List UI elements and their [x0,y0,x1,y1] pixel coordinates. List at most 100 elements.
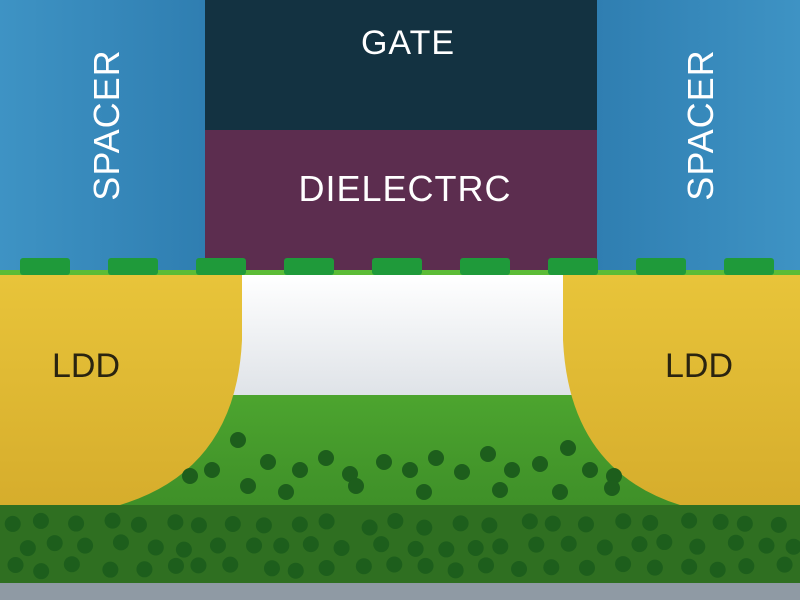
interface-pads [20,258,774,275]
dopant-atom [416,519,433,536]
dopant-atom [615,513,632,530]
dopant-atom [263,560,280,577]
dopant-atom [709,561,726,578]
dopant-atom [355,558,372,575]
dopant-atom [373,536,390,553]
dielectric-block [205,130,597,275]
dopant-atom [230,432,246,448]
dopant-atom [642,514,659,531]
spacer-left-label: SPACER [86,49,127,201]
dopant-atom [222,556,239,573]
dopant-atom [240,478,256,494]
dopant-atom [386,556,403,573]
ldd-left-label: LDD [52,347,121,385]
dopant-atom [560,440,576,456]
dopant-atom [147,539,164,556]
interface-pad [548,258,598,275]
dopant-atom [136,561,153,578]
dopant-atom [287,562,304,579]
gate-block [205,0,597,130]
dopant-atom [130,516,147,533]
dopant-atom [758,537,775,554]
dopant-atom [104,512,121,529]
dopant-atom [511,560,528,577]
interface-pad [20,258,70,275]
dopant-atom [402,462,418,478]
dopant-atom [167,514,184,531]
spacer-right-label: SPACER [680,49,721,201]
dopant-atom [167,557,184,574]
dopant-atom [190,517,207,534]
dopant-atom [318,513,335,530]
dopant-atom [292,462,308,478]
dopant-atom [209,537,226,554]
dopant-atom [480,446,496,462]
dopant-atom [577,516,594,533]
interface-pad [196,258,246,275]
dopant-atom [7,557,24,574]
dopant-atom [318,450,334,466]
dopant-atom [348,478,364,494]
interface-pad [108,258,158,275]
dopant-atom [112,534,129,551]
dopant-atom [19,540,36,557]
dopant-atom [333,539,350,556]
dopant-atom [532,456,548,472]
dopant-atom [504,462,520,478]
dopant-atom [291,516,308,533]
dopant-atom [681,558,698,575]
dopant-atom [77,537,94,554]
spacer-right [597,0,800,275]
dopant-atom [785,538,800,555]
dopant-atom [32,512,49,529]
ldd-left-region [0,275,242,505]
dopant-atom [727,534,744,551]
dopant-atom [738,558,755,575]
dopant-atom [776,556,793,573]
dopant-atom [428,450,444,466]
dopant-atom [376,454,392,470]
dopant-atom [596,539,613,556]
dopant-atom [631,536,648,553]
spacer-left [0,0,205,275]
dopant-atom [656,534,673,551]
dopant-atom [604,480,620,496]
channel-region [232,275,572,395]
dopant-atom [492,538,509,555]
dopant-atom [342,466,358,482]
dopant-atom [770,516,787,533]
dopant-atom [582,462,598,478]
dopant-atom [260,454,276,470]
dopant-atom [560,535,577,552]
dopant-atom [736,515,753,532]
interface-pad [284,258,334,275]
dopant-atom [63,556,80,573]
dopant-atom [273,537,290,554]
dopant-atom [689,538,706,555]
dopant-atom [246,537,263,554]
dopant-atom [175,541,192,558]
dopant-atom [447,562,464,579]
dopant-atom [481,517,498,534]
dielectric-label: DIELECTRC [298,168,512,209]
gate-label: GATE [360,24,456,62]
ldd-right-region [563,275,800,505]
dopant-atom [46,535,63,552]
dopant-atom [606,468,622,484]
dopant-atom [224,515,241,532]
dopant-atom [182,468,198,484]
dopant-atom [278,484,294,500]
dopant-atom [438,541,455,558]
dopant-atom [416,484,432,500]
dopant-atom [255,517,272,534]
dopant-atom [681,512,698,529]
dopant-atom [467,539,484,556]
dopant-atom [361,519,378,536]
dopant-atom [387,512,404,529]
dopant-atom [543,559,560,576]
interface-pad [460,258,510,275]
ldd-right-label: LDD [665,347,734,385]
dopant-atom [492,482,508,498]
